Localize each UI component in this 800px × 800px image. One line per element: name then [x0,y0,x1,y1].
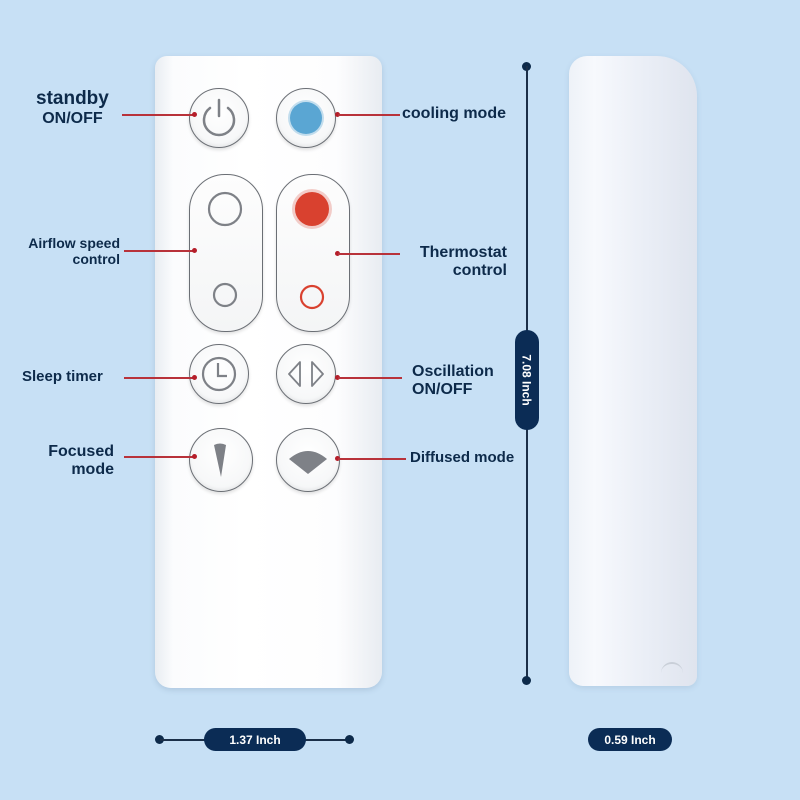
sleep-timer-leader-dot [192,375,197,380]
diffused-leader-dot [335,456,340,461]
airflow-up-down-icon [207,191,243,308]
power-icon [202,98,236,137]
airflow-speed-control[interactable] [189,174,263,332]
battery-notch [661,662,683,674]
standby-label-line1: standby [36,88,109,109]
thermostat-leader-dot [335,251,340,256]
cooling-label: cooling mode [402,105,506,122]
blue-dot-icon [288,100,324,136]
airflow-leader [124,250,194,252]
oscillation-label: Oscillation ON/OFF [412,363,494,400]
cooling-leader-dot [335,112,340,117]
thermostat-label-line2: control [452,262,507,280]
cooling-mode-button[interactable] [276,88,336,148]
airflow-label: Airflow speed control [16,235,120,267]
sleep-timer-leader [124,377,194,379]
width-dimension-badge: 1.37 Inch [204,728,306,751]
focused-leader [124,456,194,458]
standby-label: standby ON/OFF [36,88,109,128]
thermostat-label-line1: Thermostat [419,244,507,261]
wide-fan-icon [289,451,327,474]
thermostat-leader [338,253,400,255]
oscillation-leader [338,377,402,379]
narrow-wedge-icon [214,443,226,477]
sleep-timer-label: Sleep timer [22,368,103,385]
thermostat-label: Thermostat control [403,244,507,281]
focused-label-line1: Focused [48,443,114,460]
width-dim-right-dot [345,735,354,744]
standby-label-line2: ON/OFF [42,109,103,127]
left-right-arrows-icon [288,361,324,387]
standby-leader [122,114,194,116]
oscillation-leader-dot [335,375,340,380]
oscillation-label-line1: Oscillation [412,363,494,380]
height-dimension-text: 7.08 Inch [520,354,535,406]
sleep-timer-button[interactable] [189,344,249,404]
diffused-leader [338,458,406,460]
focused-leader-dot [192,454,197,459]
remote-side-view [569,56,697,686]
focused-label-line2: mode [71,461,114,479]
clock-icon [201,356,237,392]
airflow-leader-dot [192,248,197,253]
airflow-label-line1: Airflow speed [28,235,120,251]
standby-power-button[interactable] [189,88,249,148]
oscillation-button[interactable] [276,344,336,404]
diffused-label: Diffused mode [410,449,515,466]
height-dim-bottom-dot [522,676,531,685]
focused-label: Focused mode [36,443,114,480]
focused-mode-button[interactable] [189,428,253,492]
oscillation-label-line2: ON/OFF [412,381,473,399]
remote-front-view [155,56,382,688]
depth-dimension-badge: 0.59 Inch [588,728,672,751]
temperature-up-down-icon [292,189,332,310]
airflow-label-line2: control [72,251,120,268]
diffused-mode-button[interactable] [276,428,340,492]
height-dimension-badge: 7.08 Inch [515,330,539,430]
cooling-leader [338,114,400,116]
width-dim-left-dot [155,735,164,744]
standby-leader-dot [192,112,197,117]
